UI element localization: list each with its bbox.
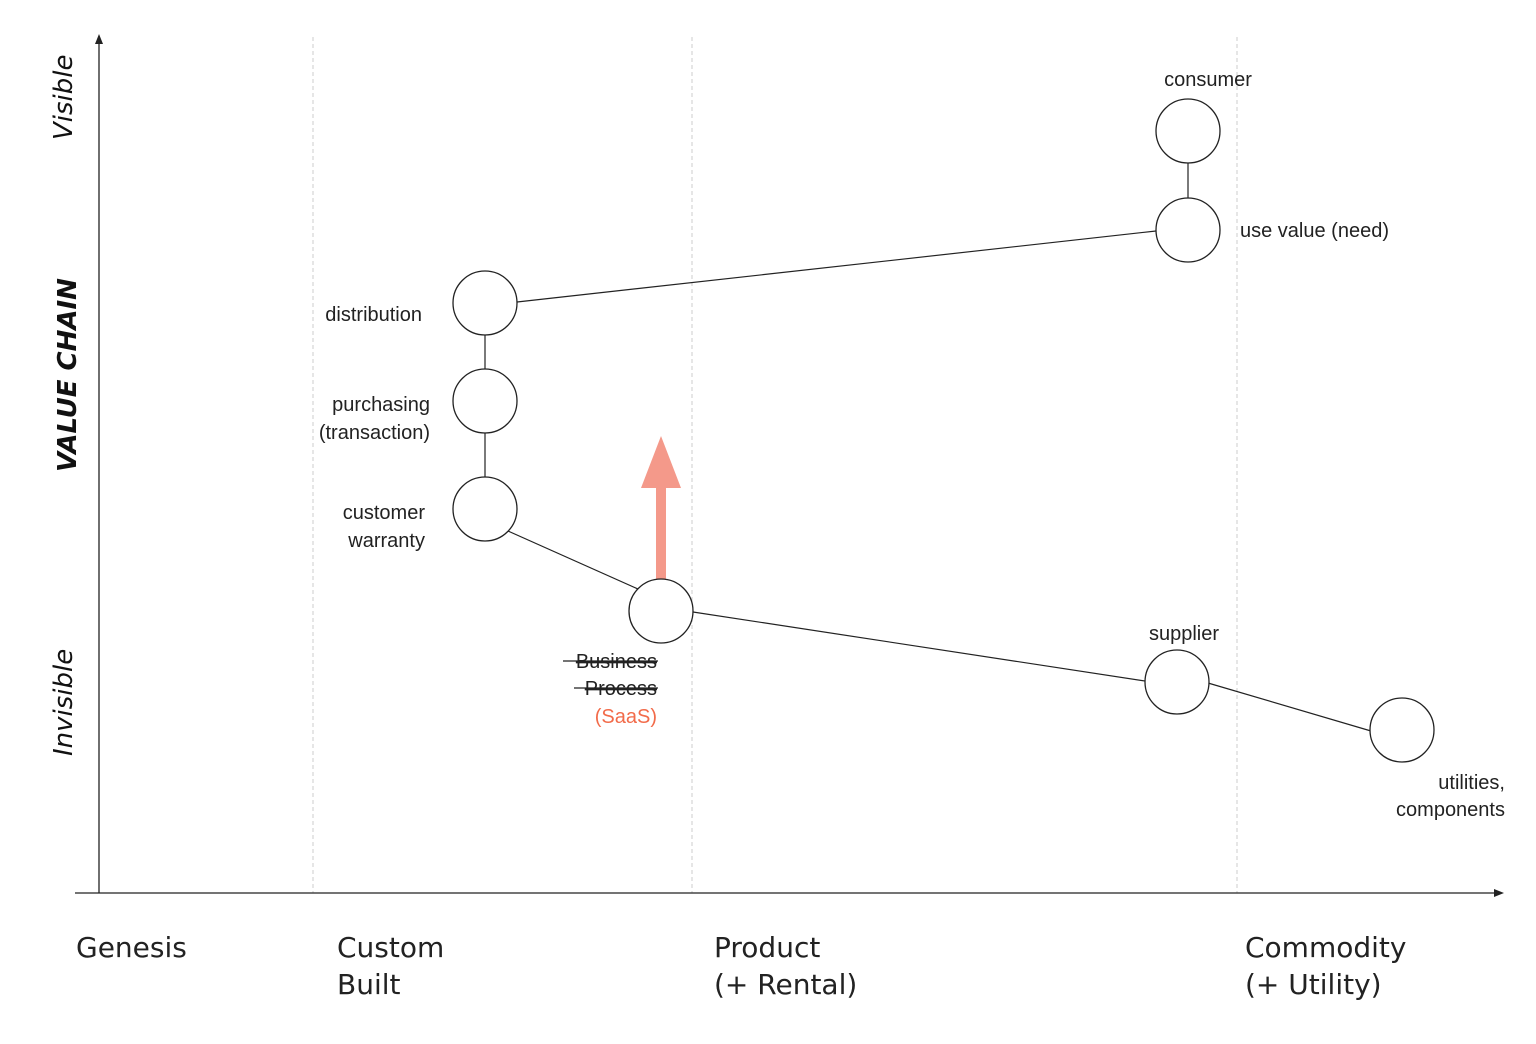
label-consumer: consumer: [1164, 69, 1252, 91]
stage-commodity: Commodity: [1245, 931, 1406, 964]
label-saas: (SaaS): [595, 706, 657, 728]
edge-warranty-business-process: [507, 530, 639, 590]
label-purchasing-line2: (transaction): [319, 422, 430, 444]
node-customer-warranty[interactable]: [452, 476, 518, 542]
label-business-process: Business: [576, 651, 657, 673]
stage-product-line2: (+ Rental): [714, 968, 857, 1001]
y-label-visible: Visible: [49, 54, 79, 140]
node-use-value[interactable]: [1155, 197, 1221, 263]
label-warranty-line2: warranty: [347, 530, 425, 552]
edge-usevalue-distribution: [516, 230, 1157, 303]
node-supplier[interactable]: [1144, 649, 1210, 715]
node-consumer[interactable]: [1155, 98, 1221, 164]
stage-commodity-line2: (+ Utility): [1245, 968, 1382, 1001]
label-warranty: customer: [343, 502, 426, 524]
stage-custom-built-line2: Built: [337, 968, 401, 1001]
label-business-process-line2: Process: [585, 678, 657, 700]
label-supplier: supplier: [1149, 623, 1219, 645]
node-utilities[interactable]: [1369, 697, 1435, 763]
node-distribution[interactable]: [452, 270, 518, 336]
x-axis-arrowhead: [1494, 889, 1504, 897]
stage-genesis: Genesis: [76, 931, 187, 964]
stage-product: Product: [714, 931, 820, 964]
node-business-process[interactable]: [628, 578, 694, 644]
label-utilities: utilities,: [1438, 772, 1505, 794]
label-distribution: distribution: [325, 304, 422, 326]
stage-custom-built: Custom: [337, 931, 444, 964]
evolution-arrow-head: [641, 436, 681, 488]
edge-supplier-utilities: [1207, 682, 1372, 732]
evolution-arrow-shaft: [656, 486, 666, 579]
label-use-value: use value (need): [1240, 220, 1389, 242]
y-axis-arrowhead: [95, 34, 103, 44]
label-utilities-line2: components: [1396, 799, 1505, 821]
edge-business-process-supplier: [692, 611, 1146, 682]
node-purchasing[interactable]: [452, 368, 518, 434]
y-label-invisible: Invisible: [49, 649, 79, 756]
label-purchasing: purchasing: [332, 394, 430, 416]
y-axis-title: VALUE CHAIN: [53, 278, 83, 472]
